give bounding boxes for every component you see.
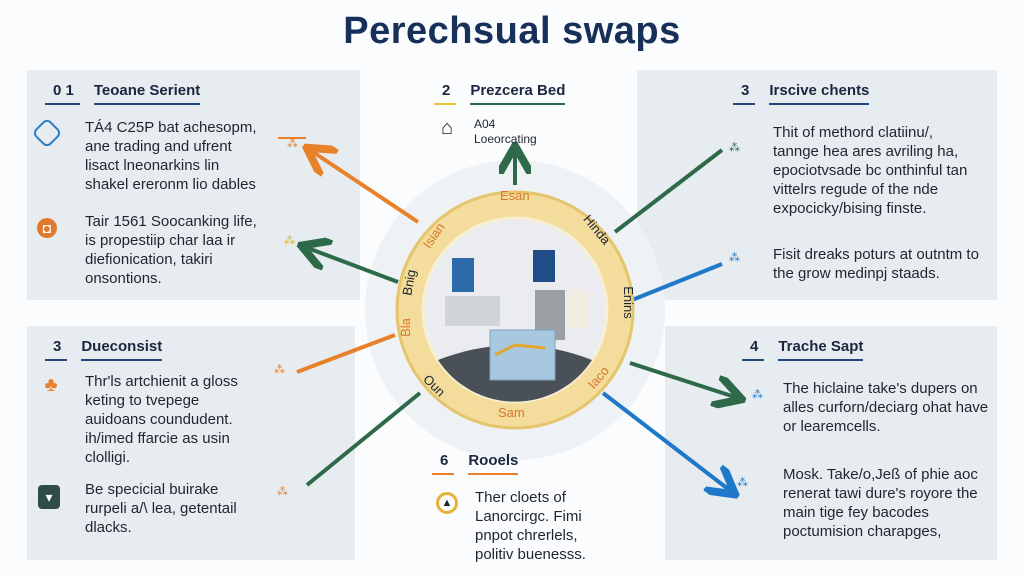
section-text: Be specicial buirake rurpeli a/\ lea, ge… [85, 481, 237, 536]
section-text: Tair 1561 Soocanking life, is propestiip… [85, 213, 257, 287]
section-header: 3 Irscive chents [733, 82, 870, 105]
page-title: Perechsual swaps [343, 10, 681, 52]
arrow-9 [601, 391, 732, 492]
section-header: 6 Rooels [432, 452, 519, 475]
section-header: 0 1 Teoane Serient [45, 82, 201, 105]
section-number: 6 [432, 452, 455, 475]
panel-right-top [637, 70, 997, 300]
ring-label: Sam [498, 405, 525, 420]
section-heading: Rooels [468, 452, 519, 475]
network-icon: ⁂ [737, 477, 748, 489]
section-number: 0 1 [45, 82, 80, 105]
section-heading: Trache Sapt [778, 338, 864, 361]
section-header: 4 Trache Sapt [742, 338, 864, 361]
section-text: Mosk. Take/o,Jeß of phie aoc renerat taw… [783, 466, 978, 540]
section-heading: Dueconsist [81, 338, 163, 361]
section-number: 3 [733, 82, 756, 105]
panel-left-bottom [27, 326, 355, 560]
sparkle-icon: ⁂ [274, 364, 285, 376]
network-icon: ⁂ [729, 142, 740, 154]
section-number: 4 [742, 338, 765, 361]
section-heading: Teoane Serient [93, 82, 201, 105]
network-icon: ⁂ [752, 389, 763, 401]
network-icon: ⁂ [729, 252, 740, 264]
chart-icon: ⁂ [278, 137, 306, 159]
section-text: TÁ4 C25P bat achesopm, ane trading and u… [85, 119, 257, 193]
section-text: A04 Loeorcating [474, 117, 537, 146]
section-text: Ther cloets of Lanorcirgc. Fimi pnpot ch… [475, 489, 586, 563]
section-number: 3 [45, 338, 68, 361]
coin-icon: ◘ [37, 218, 57, 238]
arrow-8 [629, 361, 738, 398]
device-card [568, 290, 588, 328]
device-printer [445, 296, 500, 326]
sparkle-icon: ⁂ [277, 486, 288, 498]
arrow-7 [631, 262, 723, 302]
device-panel [533, 250, 555, 282]
arrow-2 [305, 247, 399, 284]
section-text: The hiclaine take's dupers on alles curf… [783, 380, 989, 435]
section-heading: Irscive chents [769, 82, 870, 105]
compass-icon: ▲ [436, 492, 458, 514]
section-text: Fisit dreaks poturs at outntm to the gro… [773, 246, 979, 282]
section-header: 3 Dueconsist [45, 338, 163, 361]
device-monitor [452, 258, 474, 292]
tree-icon: ♣ [44, 373, 58, 396]
house-icon: ⌂ [440, 116, 454, 139]
section-number: 2 [434, 82, 457, 105]
section-header: 2 Prezcera Bed [434, 82, 566, 105]
panel-right-bottom [665, 326, 997, 560]
ring-label: Bla [397, 318, 413, 337]
arrow-4 [305, 391, 422, 487]
device-screen [489, 329, 556, 381]
chart-icon: ⁂ [284, 235, 295, 247]
section-text: Thit of methord clatiinu/, tannge hea ar… [773, 124, 968, 217]
arrow-3 [296, 333, 396, 374]
arrow-6 [613, 148, 724, 234]
route-line [494, 343, 546, 357]
section-text: Thr'ls artchienit a gloss keting to tvep… [85, 373, 238, 466]
section-heading: Prezcera Bed [470, 82, 566, 105]
ring-label: Esan [500, 188, 530, 203]
ring-label: Enins [620, 286, 636, 319]
database-icon: ▾ [38, 485, 60, 509]
arrow-1 [310, 150, 420, 224]
